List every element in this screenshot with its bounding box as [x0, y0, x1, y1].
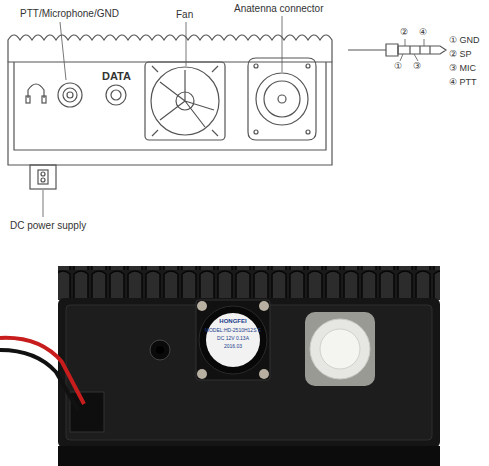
pin-number: ③	[413, 62, 421, 72]
pin-name: ③ MIC	[449, 64, 476, 74]
panel-outline	[8, 35, 446, 189]
pin-name: ① GND	[449, 36, 480, 46]
pin-number: ①	[394, 62, 402, 72]
leader-lines	[43, 16, 424, 217]
fan-sticker-text: DC 12V 0.13A	[217, 336, 249, 342]
radio-photo	[0, 238, 460, 466]
pin-number: ②	[400, 28, 408, 38]
panel-marking: DATA	[102, 70, 131, 82]
jack-label: PTT/Microphone/GND	[20, 8, 119, 19]
pin-name: ④ PTT	[449, 78, 477, 88]
fan-sticker-text: 2016.03	[224, 344, 242, 350]
pin-number: ④	[419, 28, 427, 38]
part-label: Anatenna connector	[234, 3, 324, 14]
part-label: Fan	[176, 9, 193, 20]
part-label: DC power supply	[10, 220, 86, 231]
pin-name: ② SP	[449, 50, 472, 60]
fan-sticker-text: HONGFEI	[219, 318, 246, 325]
fan-sticker-text: MODEL:HD-2510H12S E	[205, 328, 261, 334]
